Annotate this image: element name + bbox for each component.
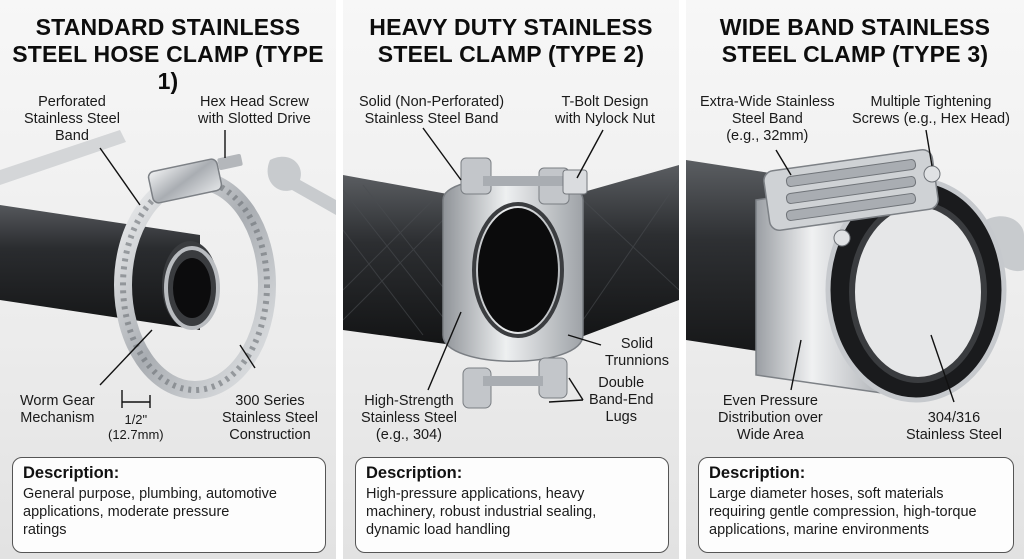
description-line: dynamic load handling [366, 522, 511, 538]
panel-divider [336, 0, 343, 559]
panel-2-title: HEAVY DUTY STAINLESS STEEL CLAMP (TYPE 2… [369, 14, 653, 67]
panel-type-1: STANDARD STAINLESS STEEL HOSE CLAMP (TYP… [0, 0, 336, 559]
description-box-type-1: Description: General purpose, plumbing, … [12, 457, 326, 553]
description-line: High-pressure applications, heavy [366, 486, 585, 502]
type-1-clamp-illustration [0, 130, 336, 408]
description-line: ratings [23, 522, 67, 538]
hex-head-screw [923, 165, 941, 183]
wrench-icon [267, 156, 336, 215]
worm-gear-housing [147, 158, 223, 204]
panel-type-2: HEAVY DUTY STAINLESS STEEL CLAMP (TYPE 2… [343, 0, 679, 559]
type-2-clamp-illustration [343, 127, 679, 409]
description-line: General purpose, plumbing, automotive [23, 486, 277, 502]
nylock-nut [562, 169, 588, 195]
description-line: machinery, robust industrial sealing, [366, 504, 597, 520]
description-line: applications, moderate pressure [23, 504, 230, 520]
panel-divider [679, 0, 686, 559]
label-extra-wide-band: Extra-Wide Stainless Steel Band (e.g., 3… [700, 94, 835, 144]
label-perforated-band: Perforated Stainless Steel Band [24, 94, 120, 144]
label-304-316: 304/316 Stainless Steel [906, 410, 1002, 443]
label-worm-gear: Worm Gear Mechanism [20, 393, 95, 426]
label-trunnions: Solid Trunnions [605, 336, 669, 369]
panel-type-3: WIDE BAND STAINLESS STEEL CLAMP (TYPE 3)… [686, 0, 1024, 559]
description-heading: Description: [23, 464, 120, 482]
description-line: applications, marine environments [709, 522, 930, 538]
hose [0, 205, 200, 330]
screwdriver-icon [0, 130, 126, 185]
label-even-pressure: Even Pressure Distribution over Wide Are… [718, 393, 823, 443]
label-band-end-lugs: Double Band-End Lugs [589, 375, 654, 425]
label-high-strength: High-Strength Stainless Steel (e.g., 304… [361, 393, 457, 443]
braided-hose-right [573, 165, 679, 340]
label-solid-band: Solid (Non-Perforated) Stainless Steel B… [359, 94, 505, 127]
label-multiple-screws: Multiple Tightening Screws (e.g., Hex He… [852, 94, 1010, 127]
label-hex-head-screw: Hex Head Screw with Slotted Drive [198, 94, 311, 127]
hose-bore [478, 208, 558, 332]
description-line: requiring gentle compression, high-torqu… [709, 504, 977, 520]
description-box-type-2: Description: High-pressure applications,… [355, 457, 669, 553]
description-heading: Description: [366, 464, 463, 482]
label-band-width: 1/2" (12.7mm) [108, 412, 164, 442]
panel-1-title: STANDARD STAINLESS STEEL HOSE CLAMP (TYP… [12, 14, 324, 94]
label-t-bolt: T-Bolt Design with Nylock Nut [555, 94, 655, 127]
description-line: Large diameter hoses, soft materials [709, 486, 944, 502]
description-box-type-3: Description: Large diameter hoses, soft … [698, 457, 1014, 553]
description-heading: Description: [709, 464, 806, 482]
panel-3-title: WIDE BAND STAINLESS STEEL CLAMP (TYPE 3) [719, 14, 991, 67]
type-3-clamp-illustration [686, 129, 1024, 403]
label-300-series: 300 Series Stainless Steel Construction [222, 393, 318, 443]
